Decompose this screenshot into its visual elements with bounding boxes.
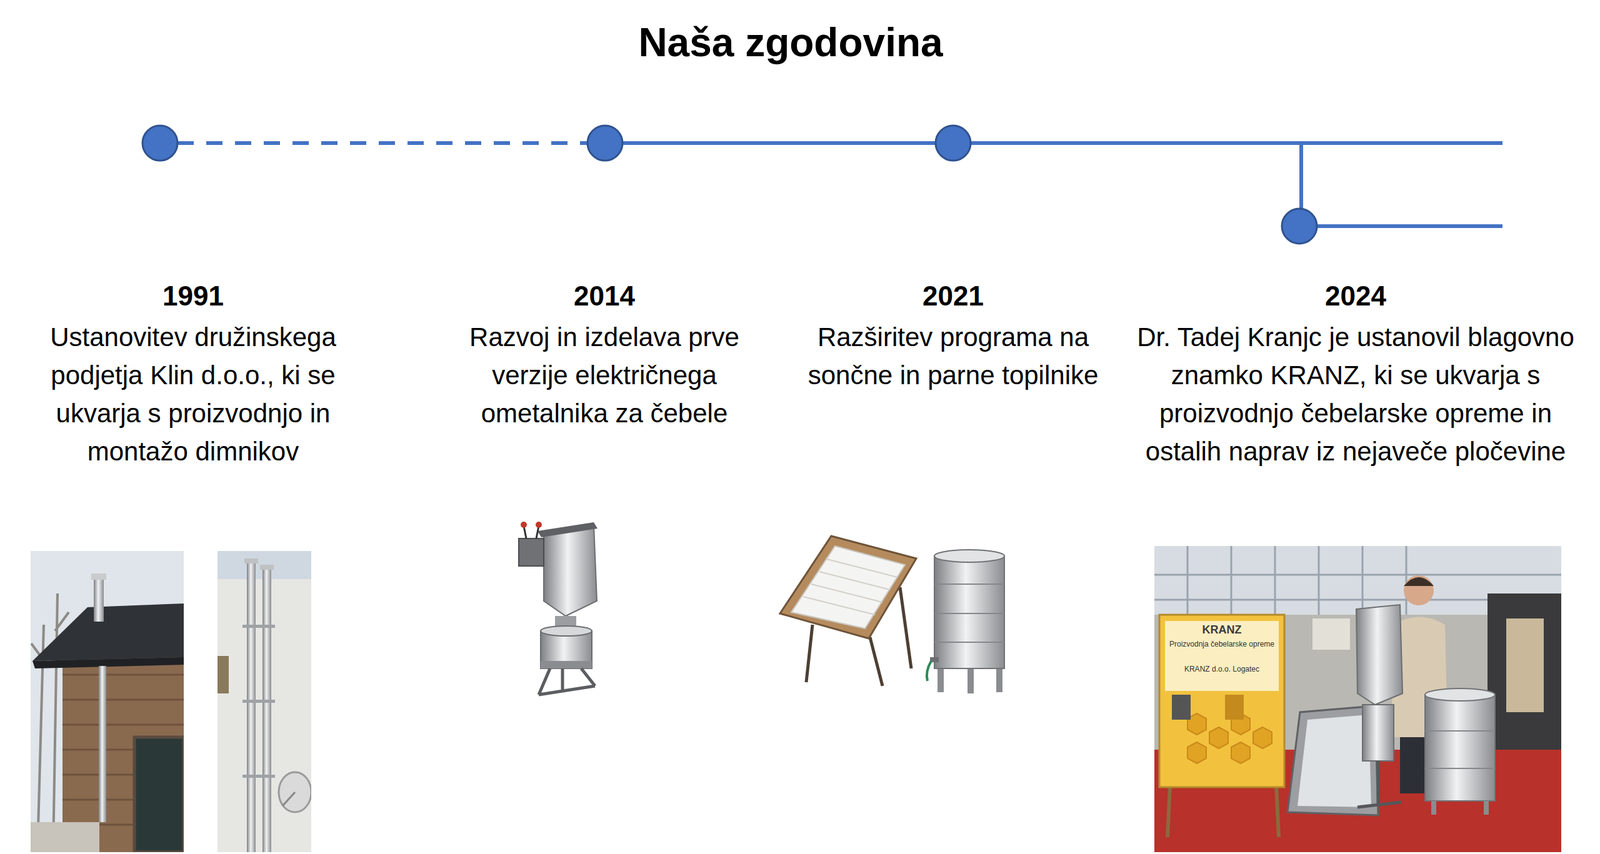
- fair-photo: [1154, 546, 1562, 853]
- poster-text: KRANZ: [1165, 623, 1279, 638]
- poster-text: KRANZ d.o.o. Logatec: [1166, 665, 1277, 675]
- chimney-photo: [217, 551, 312, 853]
- uncapping-machine: [518, 521, 598, 695]
- milestone-text: Razvoj in izdelava prve verzije električ…: [435, 318, 774, 434]
- page-title: Naša zgodovina: [478, 18, 1104, 67]
- year-label: 1991: [11, 280, 375, 314]
- poster-text: Proizvodnja čebelarske opreme: [1166, 640, 1277, 650]
- chimney-photo: [30, 551, 184, 853]
- steam-melter: [926, 550, 1005, 694]
- year-label: 2014: [435, 280, 774, 314]
- milestone-text: Razširitev programa na sončne in parne t…: [803, 318, 1104, 395]
- year-label: 2021: [803, 280, 1104, 314]
- solar-melter: [780, 536, 917, 687]
- year-label: 2024: [1127, 280, 1584, 314]
- timeline: [142, 125, 1503, 244]
- milestone-text: Ustanovitev družinskega podjetja Klin d.…: [11, 318, 375, 472]
- milestone-text: Dr. Tadej Kranjc je ustanovil blagovno z…: [1127, 318, 1584, 472]
